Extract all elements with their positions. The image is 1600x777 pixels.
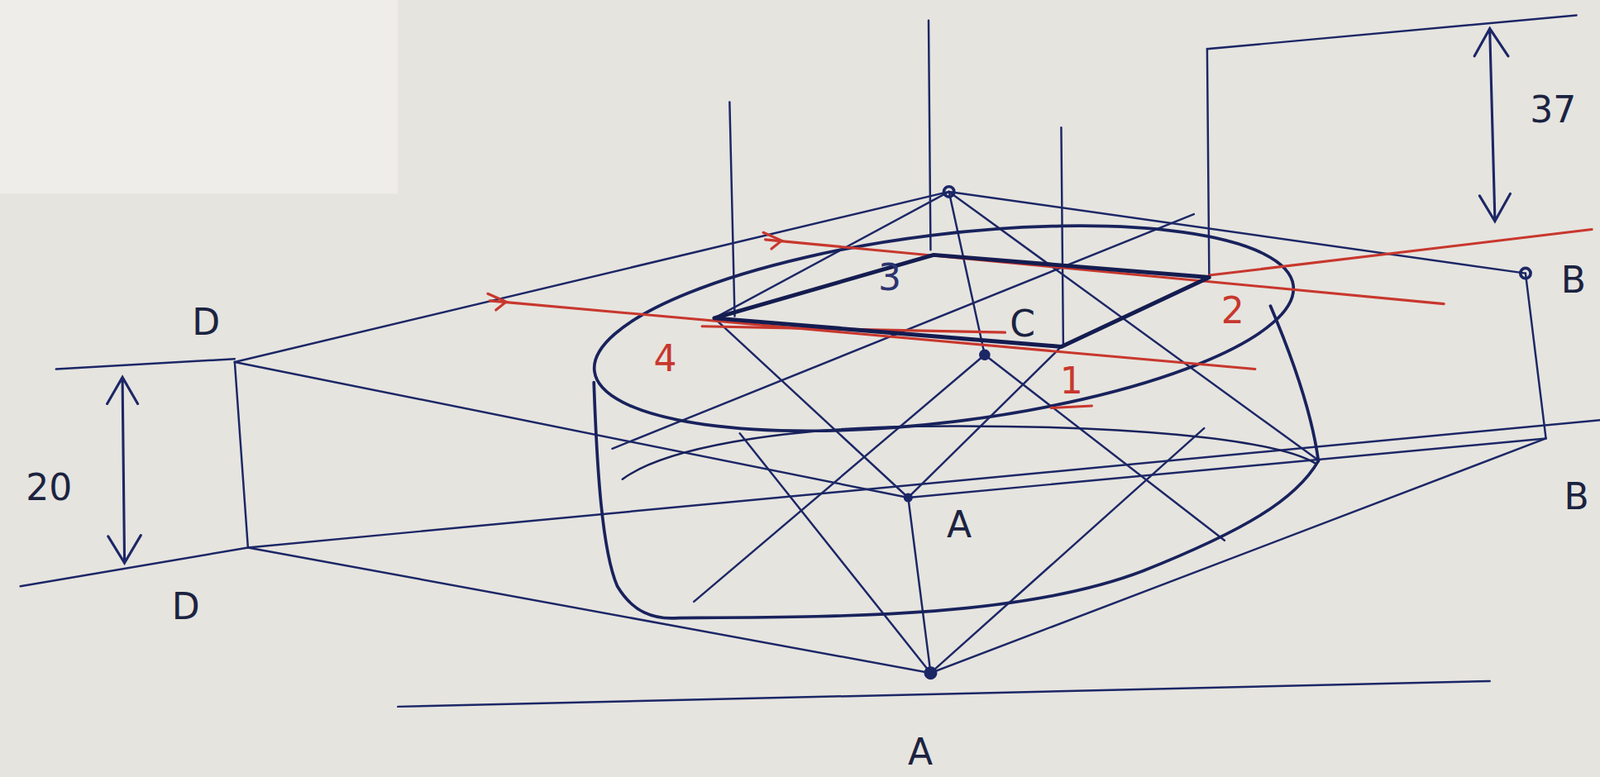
dimension-value: 20	[22, 468, 76, 508]
red-lines	[487, 229, 1592, 370]
red-line	[1208, 229, 1592, 277]
dimension-extension	[1207, 15, 1577, 277]
cylinder	[582, 192, 1319, 619]
corner-number: 4	[650, 339, 681, 379]
corner-number: 2	[1217, 291, 1248, 331]
arrow-tick	[763, 232, 782, 249]
corner-number: 3	[874, 257, 905, 298]
cylinder-side	[1270, 305, 1319, 462]
vertical-line	[907, 497, 931, 674]
dimension-arrow	[1474, 28, 1510, 222]
points	[903, 186, 1531, 680]
red-line	[765, 239, 1445, 305]
diagonal-line	[714, 318, 908, 498]
diagonal-line	[930, 428, 1204, 674]
center-point	[979, 349, 990, 360]
vanishing-line	[248, 438, 1547, 674]
vanishing-line	[949, 191, 1526, 274]
base-line	[397, 681, 1490, 707]
point-letter: D	[188, 302, 224, 343]
construction-lines	[20, 15, 1600, 707]
diagonal-line	[984, 354, 1225, 541]
inner-square	[714, 254, 1210, 347]
diagonal-line	[907, 346, 1061, 498]
point-letter: B	[1557, 260, 1590, 301]
vanishing-point	[944, 186, 955, 197]
cylinder-front	[593, 382, 1319, 619]
height-line	[1525, 273, 1547, 440]
dimension-arrow	[107, 377, 142, 564]
point-letter: D	[168, 587, 204, 627]
dimension-value: 37	[1526, 90, 1580, 130]
cylinder-bottom-back	[622, 425, 1317, 479]
point-letter: B	[1561, 477, 1593, 517]
vanishing-line	[907, 438, 1546, 498]
paper-patch	[0, 0, 398, 194]
point-letter: A	[904, 732, 937, 773]
diagonal-line	[949, 191, 1317, 459]
vertical-line	[928, 20, 931, 251]
diagonal-line	[611, 214, 1194, 449]
arrow-tick	[487, 293, 507, 311]
height-line	[234, 362, 249, 549]
vertical-line	[1060, 127, 1063, 345]
cylinder-top	[582, 192, 1305, 465]
point	[924, 667, 937, 680]
corner-number: 1	[1056, 361, 1087, 402]
vertical-line	[729, 101, 735, 316]
point-letter: A	[943, 505, 975, 545]
underline	[1050, 405, 1092, 408]
point	[1520, 267, 1531, 278]
point	[903, 493, 913, 502]
vanishing-line	[234, 191, 950, 363]
diagonal-line	[693, 354, 985, 602]
diagonal-line	[740, 433, 932, 674]
point-letter: C	[1006, 304, 1039, 344]
dimension-arrows	[107, 28, 1511, 564]
horizon-line	[56, 358, 235, 369]
